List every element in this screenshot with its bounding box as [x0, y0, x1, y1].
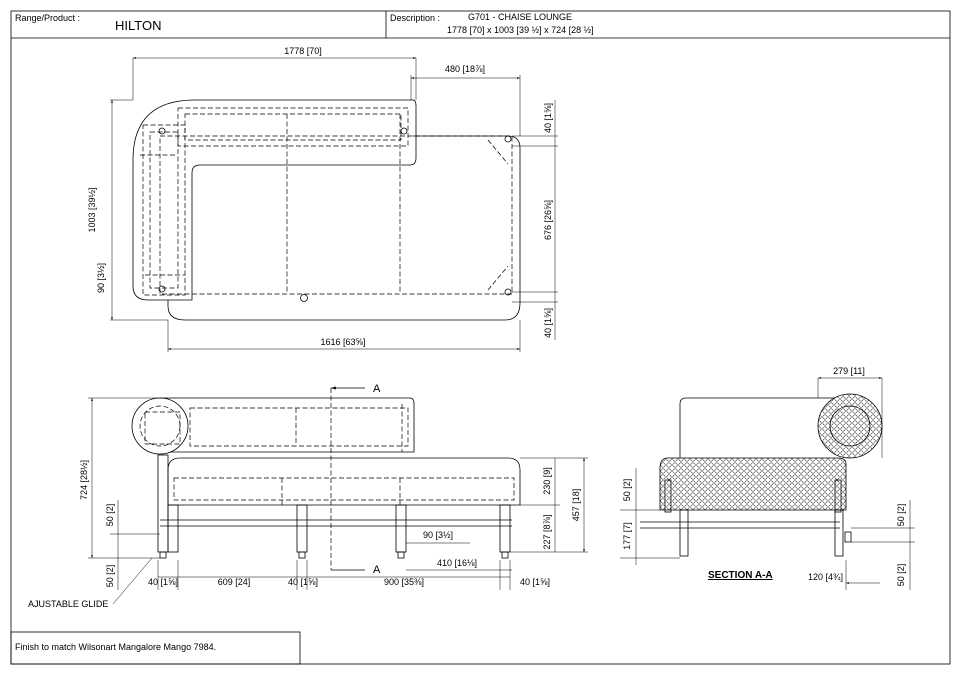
dim-extension: 120 [4¾]	[808, 572, 843, 582]
dim-glide-upper: 50 [2]	[105, 504, 115, 527]
dim-span-1: 609 [24]	[218, 577, 251, 587]
range-label: Range/Product :	[15, 13, 80, 23]
product-name: HILTON	[115, 18, 161, 33]
dim-leg-2: 40 [1⅝]	[288, 577, 318, 587]
dim-bolster-width: 279 [11]	[833, 366, 865, 376]
dim-glide-lower: 50 [2]	[105, 565, 115, 588]
dim-bottom-gap: 40 [1⅝]	[543, 308, 553, 338]
dim-seat-height: 457 [18]	[571, 489, 581, 522]
dim-top-gap: 40 [1⅝]	[543, 103, 553, 133]
dim-leg-3: 40 [1⅝]	[520, 577, 550, 587]
section-marker-bottom: A	[373, 564, 381, 576]
dim-base-height: 177 [7]	[622, 522, 632, 550]
dim-overall-width: 1778 [70]	[284, 46, 322, 56]
section-marker-top: A	[373, 383, 381, 395]
description-dimensions: 1778 [70] x 1003 [39 ½] x 724 [28 ½]	[447, 25, 594, 35]
description-title: G701 - CHAISE LOUNGE	[468, 12, 572, 22]
dim-right-upper: 50 [2]	[896, 504, 906, 527]
top-view: 1778 [70] 480 [18⅞] 1003 [39½] 90 [3½] 1…	[87, 46, 558, 352]
finish-note: Finish to match Wilsonart Mangalore Mang…	[15, 642, 216, 652]
dim-leg-1: 40 [1⅝]	[148, 577, 178, 587]
dim-seat-length: 1616 [63⅝]	[320, 337, 365, 347]
dim-offset-410: 410 [16⅛]	[437, 558, 477, 568]
dim-cushion-height: 230 [9]	[542, 467, 552, 495]
dim-frame-height: 227 [8⅞]	[542, 514, 552, 549]
front-view: A A 724 [28½] 50 [2] 50 [2] 230 [9] 457 …	[28, 383, 588, 609]
dim-depth: 1003 [39½]	[87, 187, 97, 232]
dim-height: 724 [28½]	[79, 460, 89, 500]
dim-offset-90: 90 [3½]	[423, 530, 453, 540]
dim-cushion-drop: 50 [2]	[622, 479, 632, 502]
dim-inner-span: 676 [26⅝]	[543, 200, 553, 240]
glide-callout: AJUSTABLE GLIDE	[28, 599, 108, 609]
section-view: 279 [11] 50 [2] 177 [7] 50 [2] 50 [2] 12…	[620, 366, 915, 590]
title-block: Range/Product : HILTON Description : G70…	[10, 10, 951, 665]
dim-span-2: 900 [35⅜]	[384, 577, 424, 587]
description-label: Description :	[390, 13, 440, 23]
dim-right-lower: 50 [2]	[896, 564, 906, 587]
dim-arm-width: 480 [18⅞]	[445, 64, 485, 74]
dim-back-offset: 90 [3½]	[96, 263, 106, 293]
notes-box: Finish to match Wilsonart Mangalore Mang…	[10, 631, 301, 665]
section-title: SECTION A-A	[708, 570, 773, 581]
